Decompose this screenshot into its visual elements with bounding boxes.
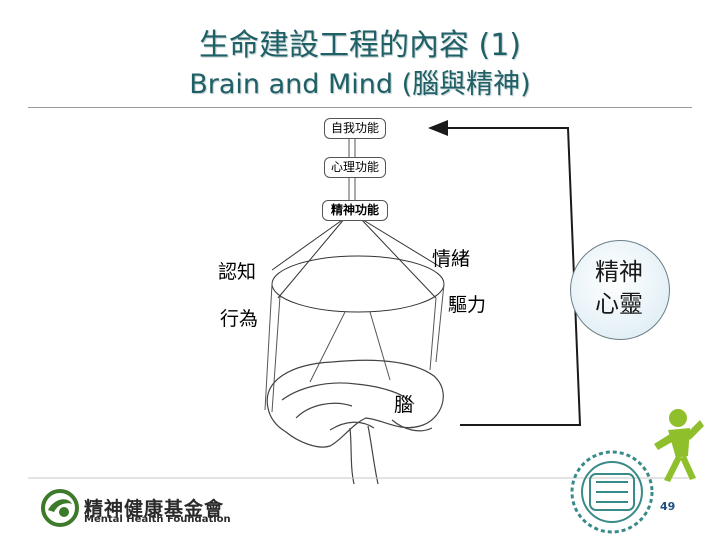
slide-title: 生命建設工程的內容 (1) bbox=[198, 28, 522, 63]
feedback-arrow bbox=[428, 120, 582, 426]
foundation-name-chinese: 精神健康基金會 bbox=[84, 498, 225, 520]
node-psychological-function: 心理功能 bbox=[324, 157, 386, 178]
foundation-logo-icon bbox=[41, 489, 79, 527]
spirit-label: 精神 心靈 bbox=[570, 256, 668, 320]
cone-line-left bbox=[271, 217, 346, 271]
spirit-circle bbox=[570, 240, 670, 340]
label-cognition: 認知 bbox=[218, 261, 257, 283]
node-mental-function: 精神功能 bbox=[322, 200, 388, 221]
green-figure bbox=[654, 409, 704, 482]
slide-subtitle: Brain and Mind (腦與精神) bbox=[189, 69, 531, 100]
label-drive: 驅力 bbox=[448, 294, 487, 316]
spirit-line-1: 精神 bbox=[595, 258, 643, 286]
seal-stamp bbox=[570, 450, 654, 534]
brain-illustration bbox=[266, 359, 444, 485]
mind-ellipse bbox=[271, 255, 445, 313]
label-emotion: 情緒 bbox=[432, 248, 471, 270]
node-self-function: 自我功能 bbox=[324, 118, 386, 139]
spirit-line-2: 心靈 bbox=[595, 290, 643, 318]
label-brain: 腦 bbox=[394, 394, 414, 416]
page-number: 49 bbox=[660, 500, 676, 513]
label-behavior: 行為 bbox=[220, 308, 259, 330]
cone-line-right bbox=[359, 217, 443, 269]
title-divider bbox=[28, 107, 692, 108]
foundation-name-english: Mental Health Foundation bbox=[84, 514, 231, 525]
